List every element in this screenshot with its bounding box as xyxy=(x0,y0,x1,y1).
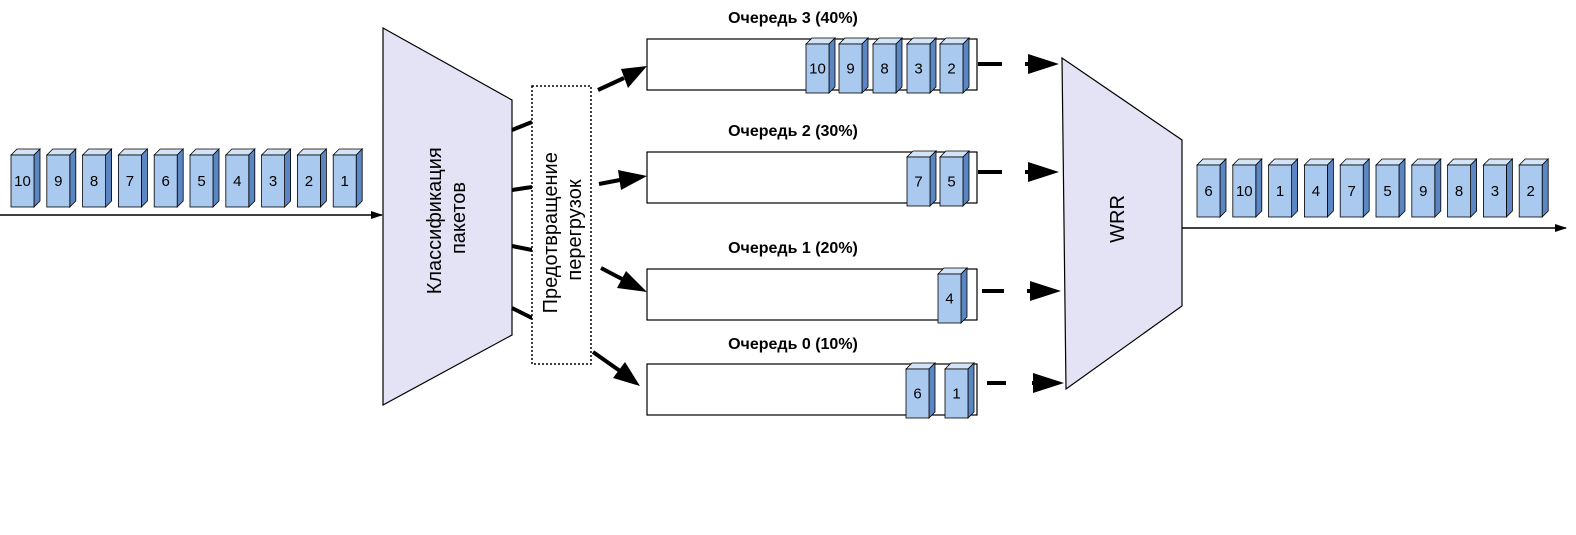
packet-number: 10 xyxy=(809,61,826,78)
queue-3-packets: 10 9 8 3 2 xyxy=(805,37,970,94)
queue-3-title: Очередь 3 (40%) xyxy=(728,10,858,27)
packet-number: 4 xyxy=(233,173,241,190)
output-packet: 8 xyxy=(1446,158,1478,218)
wrr-label: WRR xyxy=(1107,195,1129,243)
input-packet: 8 xyxy=(81,148,113,208)
queue-packet: 10 xyxy=(805,37,836,94)
packet-number: 4 xyxy=(1312,183,1320,200)
queue-packet: 8 xyxy=(872,37,903,94)
queue-packet: 1 xyxy=(944,362,975,419)
input-packet: 9 xyxy=(45,148,77,208)
congestion-avoidance-box xyxy=(531,85,592,365)
output-packet: 2 xyxy=(1518,158,1550,218)
packet-number: 10 xyxy=(1236,183,1253,200)
classifier-block xyxy=(382,26,513,407)
packet-number: 9 xyxy=(846,61,854,78)
packet-number: 2 xyxy=(305,173,313,190)
output-packet: 3 xyxy=(1482,158,1514,218)
queue-1-title: Очередь 1 (20%) xyxy=(728,240,858,257)
packet-number: 7 xyxy=(126,173,134,190)
input-packet: 3 xyxy=(260,148,292,208)
queue-packet: 5 xyxy=(939,150,970,207)
output-packet: 1 xyxy=(1267,158,1299,218)
packet-number: 2 xyxy=(947,61,955,78)
packet-number: 4 xyxy=(945,291,953,308)
packet-number: 2 xyxy=(1527,183,1535,200)
queue-packet: 9 xyxy=(838,37,869,94)
output-packet: 5 xyxy=(1375,158,1406,218)
queue-1-packets: 4 xyxy=(937,267,968,324)
packet-number: 7 xyxy=(1348,183,1356,200)
input-packet: 6 xyxy=(153,148,185,208)
input-packet: 4 xyxy=(224,148,256,208)
packet-number: 5 xyxy=(197,173,205,190)
input-packet: 10 xyxy=(10,148,41,208)
classifier-outputs xyxy=(511,120,533,320)
packet-number: 8 xyxy=(90,173,98,190)
queue-packet: 7 xyxy=(906,150,937,207)
output-packet: 6 xyxy=(1196,158,1227,218)
packet-number: 8 xyxy=(1455,183,1463,200)
wrr-scheduler-block xyxy=(1061,56,1183,391)
queue-packet: 4 xyxy=(937,267,968,324)
packet-number: 3 xyxy=(1491,183,1499,200)
input-packet: 1 xyxy=(332,148,364,208)
classifier-label: Классификация пакетов xyxy=(424,142,470,295)
queue-packet: 2 xyxy=(939,37,970,94)
packet-number: 1 xyxy=(952,386,960,403)
output-packet: 10 xyxy=(1231,158,1263,218)
queue-2-title: Очередь 2 (30%) xyxy=(728,123,858,140)
packet-number: 10 xyxy=(14,173,31,190)
packet-number: 3 xyxy=(914,61,922,78)
packet-number: 1 xyxy=(1276,183,1284,200)
packet-number: 9 xyxy=(1419,183,1427,200)
queue-out-arrows xyxy=(978,54,1064,393)
packet-number: 5 xyxy=(947,174,955,191)
output-packet: 4 xyxy=(1303,158,1335,218)
input-packet: 2 xyxy=(296,148,328,208)
packet-number: 6 xyxy=(913,386,921,403)
packet-number: 7 xyxy=(914,174,922,191)
queue-packet: 3 xyxy=(906,37,937,94)
packet-number: 5 xyxy=(1383,183,1391,200)
queue-1-box xyxy=(646,268,978,321)
input-packet-row: 10 9 8 7 6 5 4 3 2 1 xyxy=(10,148,364,208)
congestion-avoidance-label: Предотвращение перегрузок xyxy=(540,147,586,314)
output-packet: 9 xyxy=(1410,158,1442,218)
queue-in-arrows xyxy=(591,66,647,386)
queue-packet: 6 xyxy=(905,362,936,419)
packet-number: 1 xyxy=(341,173,349,190)
packet-number: 3 xyxy=(269,173,277,190)
queue-0-title: Очередь 0 (10%) xyxy=(728,336,858,353)
packet-number: 6 xyxy=(162,173,170,190)
packet-number: 8 xyxy=(880,61,888,78)
packet-number: 9 xyxy=(54,173,62,190)
packet-number: 6 xyxy=(1204,183,1212,200)
input-packet: 7 xyxy=(117,148,149,208)
input-packet: 5 xyxy=(189,148,220,208)
output-packet: 7 xyxy=(1339,158,1371,218)
